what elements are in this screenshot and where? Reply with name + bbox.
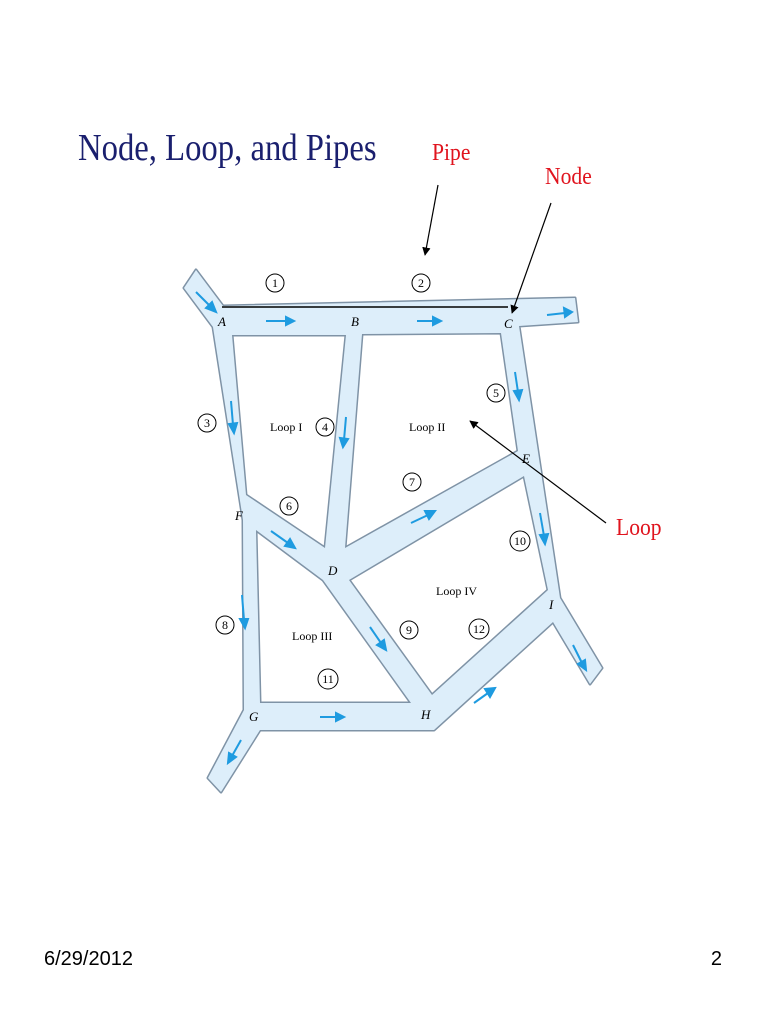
pipe-number-2: 2: [411, 273, 431, 293]
pipe-number-3: 3: [197, 413, 217, 433]
page-number: 2: [710, 948, 722, 970]
node-labels: A B C E F D I G H: [217, 314, 554, 724]
flow-arrow: [238, 594, 250, 631]
pipe-pointer-arrow: [422, 184, 439, 256]
flow-arrow: [512, 371, 524, 403]
flow-arrow: [338, 416, 350, 450]
svg-text:11: 11: [322, 672, 334, 686]
pipe-number-8: 8: [215, 615, 235, 635]
svg-text:6: 6: [286, 499, 292, 513]
svg-text:4: 4: [322, 420, 328, 434]
node-label-A: A: [217, 314, 226, 329]
node-label-D: D: [327, 563, 338, 578]
pipe-number-5: 5: [486, 383, 506, 403]
loop-label-4: Loop IV: [436, 584, 477, 598]
node-label-I: I: [548, 597, 554, 612]
node-label-C: C: [504, 316, 513, 331]
callout-loop: Loop: [616, 515, 662, 541]
callout-node: Node: [545, 164, 592, 190]
pipe-fill: [184, 270, 602, 792]
loop-pointer-arrow: [469, 420, 607, 524]
flow-arrow: [266, 315, 297, 327]
svg-text:9: 9: [406, 623, 412, 637]
svg-text:3: 3: [204, 416, 210, 430]
loop-label-1: Loop I: [270, 420, 302, 434]
callout-pointers: [422, 184, 607, 524]
loop-label-3: Loop III: [292, 629, 332, 643]
node-label-B: B: [351, 314, 359, 329]
pipe-number-12: 12: [468, 618, 490, 640]
svg-text:8: 8: [222, 618, 228, 632]
pipe-number-1: 1: [265, 273, 285, 293]
flow-arrow: [473, 686, 497, 704]
pipe-number-6: 6: [279, 496, 299, 516]
pipe-number-7: 7: [402, 472, 422, 492]
svg-text:7: 7: [409, 475, 415, 489]
flow-arrow: [226, 739, 242, 766]
pipe-number-10: 10: [509, 530, 531, 552]
node-label-G: G: [249, 709, 259, 724]
node-label-H: H: [420, 707, 431, 722]
svg-text:1: 1: [272, 276, 278, 290]
svg-text:12: 12: [473, 622, 485, 636]
loop-label-2: Loop II: [409, 420, 445, 434]
loop-labels: Loop I Loop II Loop III Loop IV: [270, 420, 477, 643]
node-label-E: E: [521, 451, 530, 466]
flow-arrow: [227, 400, 239, 436]
flow-arrow: [270, 530, 297, 550]
pipe-number-4: 4: [315, 417, 335, 437]
callout-pipe: Pipe: [432, 140, 471, 166]
flow-arrow: [195, 291, 218, 314]
node-label-F: F: [234, 508, 244, 523]
flow-arrow: [572, 644, 588, 673]
svg-text:2: 2: [418, 276, 424, 290]
svg-text:5: 5: [493, 386, 499, 400]
svg-text:10: 10: [514, 534, 526, 548]
footer-date: 6/29/2012: [44, 948, 133, 970]
flow-arrow: [538, 512, 550, 547]
pipe-number-11: 11: [317, 668, 339, 690]
node-pointer-arrow: [510, 202, 552, 314]
flow-arrow: [410, 510, 437, 524]
flow-arrow: [369, 626, 388, 652]
pipe-number-9: 9: [399, 620, 419, 640]
flow-arrow: [546, 306, 574, 319]
flow-arrow: [417, 315, 444, 327]
page-title: Node, Loop, and Pipes: [78, 127, 377, 169]
flow-arrow: [320, 711, 347, 723]
pipe-number-circles: 1 2 3 4 5 6 7 8 9 10 11 12: [197, 273, 531, 690]
flow-arrows: [195, 291, 588, 766]
